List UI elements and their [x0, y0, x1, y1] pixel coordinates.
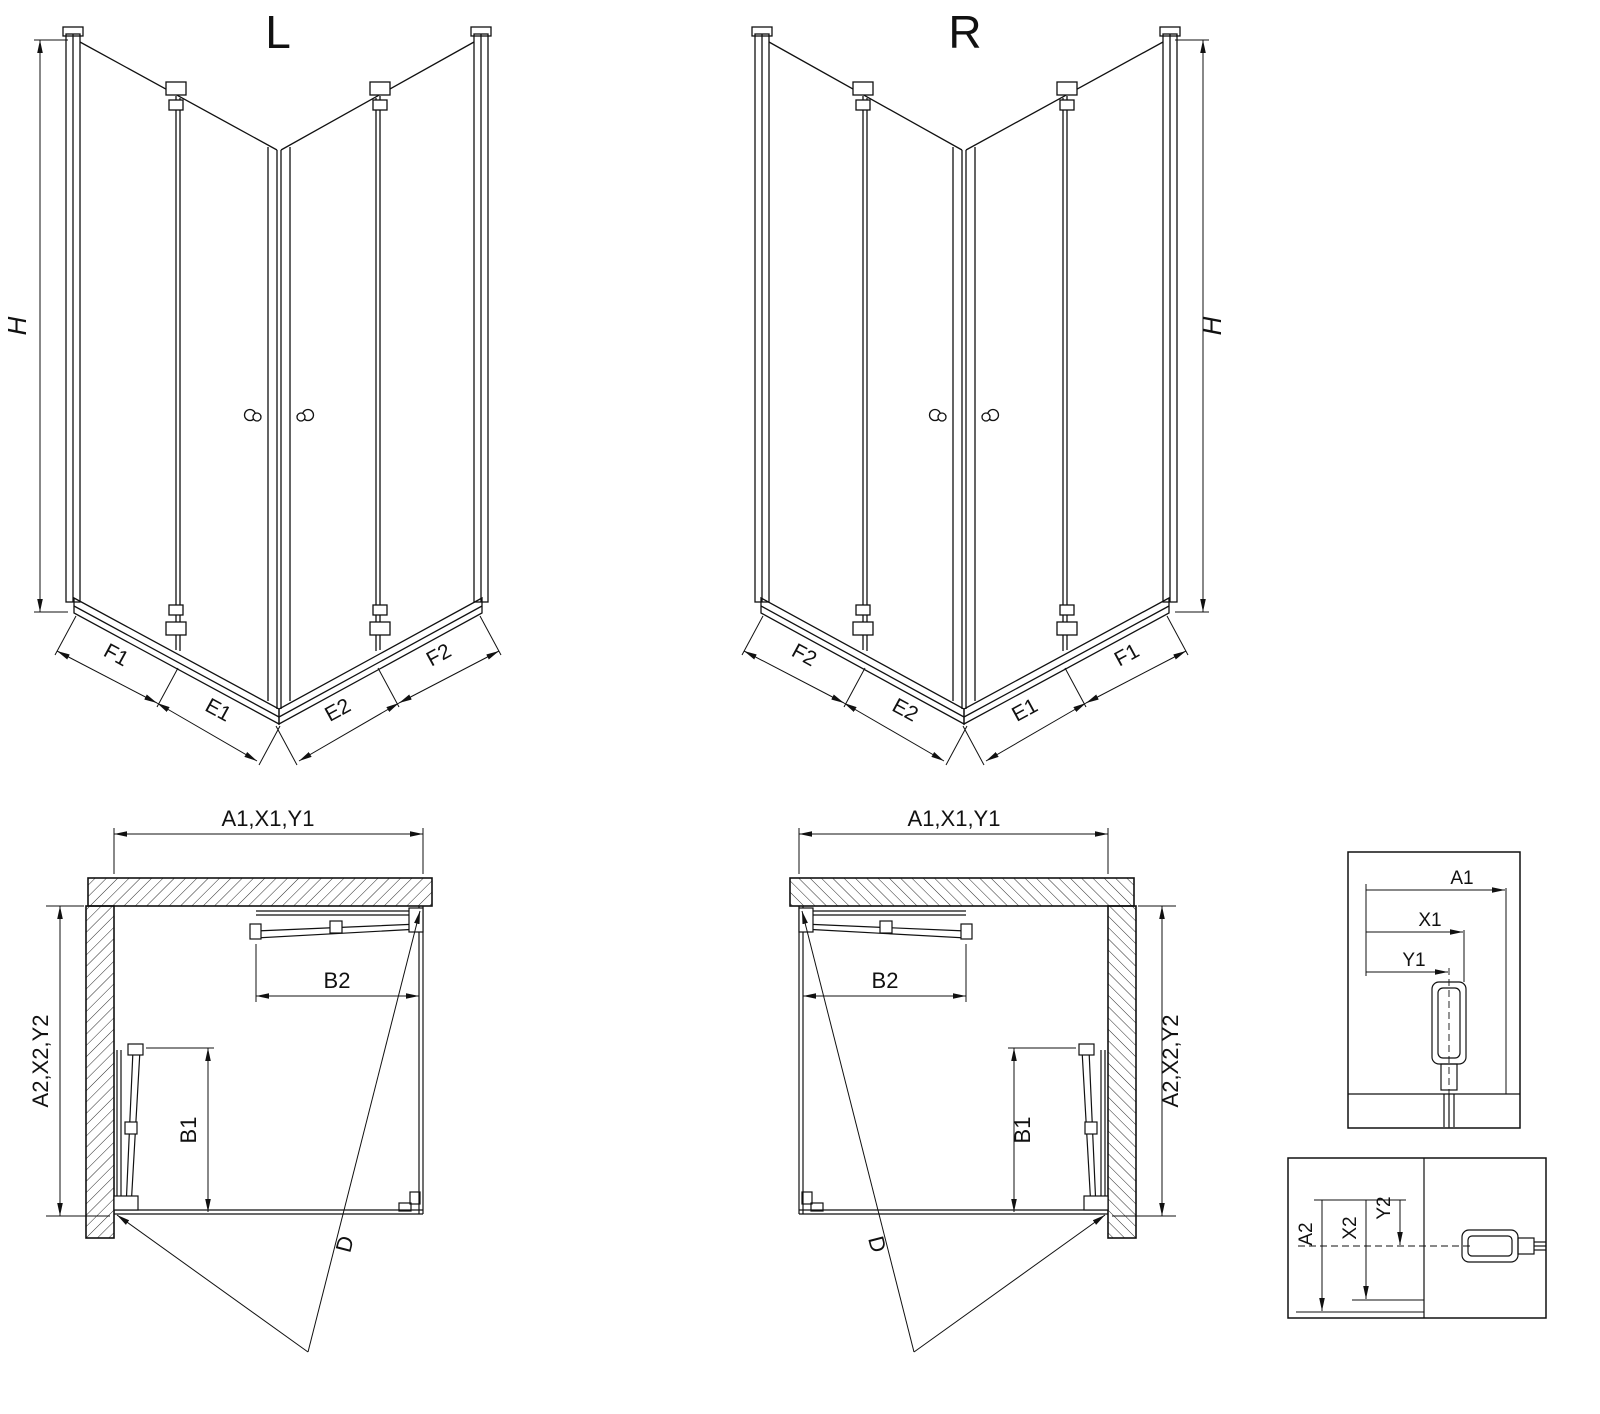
dim-label-diagonal: D — [863, 1233, 891, 1255]
dim-label-y1: Y1 — [1402, 950, 1425, 971]
dim-label-y2: Y2 — [1374, 1196, 1395, 1219]
plan-left-graphics — [46, 828, 432, 1352]
plan-left-view: A1,X1,Y1 B2 B1 A2,X2,Y2 D — [28, 806, 432, 1352]
dim-label-x1: X1 — [1418, 910, 1441, 931]
height-dim-label: H — [1197, 316, 1227, 335]
view-label-left: L — [265, 6, 291, 58]
dim-label-b1: B1 — [176, 1117, 201, 1144]
dim-label-depth: A2,X2,Y2 — [28, 1015, 53, 1108]
dim-label-f1: F1 — [1111, 639, 1144, 671]
dim-label-f2: F2 — [788, 639, 821, 671]
detail-top-graphics — [1347, 851, 1521, 1129]
detail-bottom-graphics — [1287, 1157, 1547, 1319]
dim-label-b2: B2 — [324, 968, 351, 993]
dim-label-a2: A2 — [1296, 1222, 1317, 1245]
dim-label-e1: E1 — [201, 694, 235, 726]
height-dim-label: H — [2, 316, 32, 335]
dim-label-b1: B1 — [1010, 1117, 1035, 1144]
plan-right-graphics — [790, 828, 1176, 1352]
dim-label-b2: B2 — [872, 968, 899, 993]
dim-label-width: A1,X1,Y1 — [222, 806, 315, 831]
dim-label-a1: A1 — [1450, 868, 1473, 889]
plan-right-view: A1,X1,Y1 B2 B1 A2,X2,Y2 D — [790, 806, 1183, 1352]
dim-label-f1: F1 — [100, 639, 133, 671]
dim-label-e1: E1 — [1008, 694, 1042, 726]
perspective-right-view: R H F2 E2 E1 F1 — [742, 6, 1227, 765]
dim-label-depth: A2,X2,Y2 — [1158, 1015, 1183, 1108]
dim-label-width: A1,X1,Y1 — [908, 806, 1001, 831]
dim-label-f2: F2 — [423, 639, 456, 671]
perspective-left-view: L H F1 E1 E2 F2 — [2, 6, 501, 765]
dim-label-x2: X2 — [1340, 1216, 1361, 1239]
dim-label-diagonal: D — [331, 1233, 359, 1255]
detail-bottom-view: A2 X2 Y2 — [1287, 1157, 1547, 1319]
detail-top-view: A1 X1 Y1 — [1347, 851, 1521, 1129]
view-label-right: R — [948, 6, 981, 58]
